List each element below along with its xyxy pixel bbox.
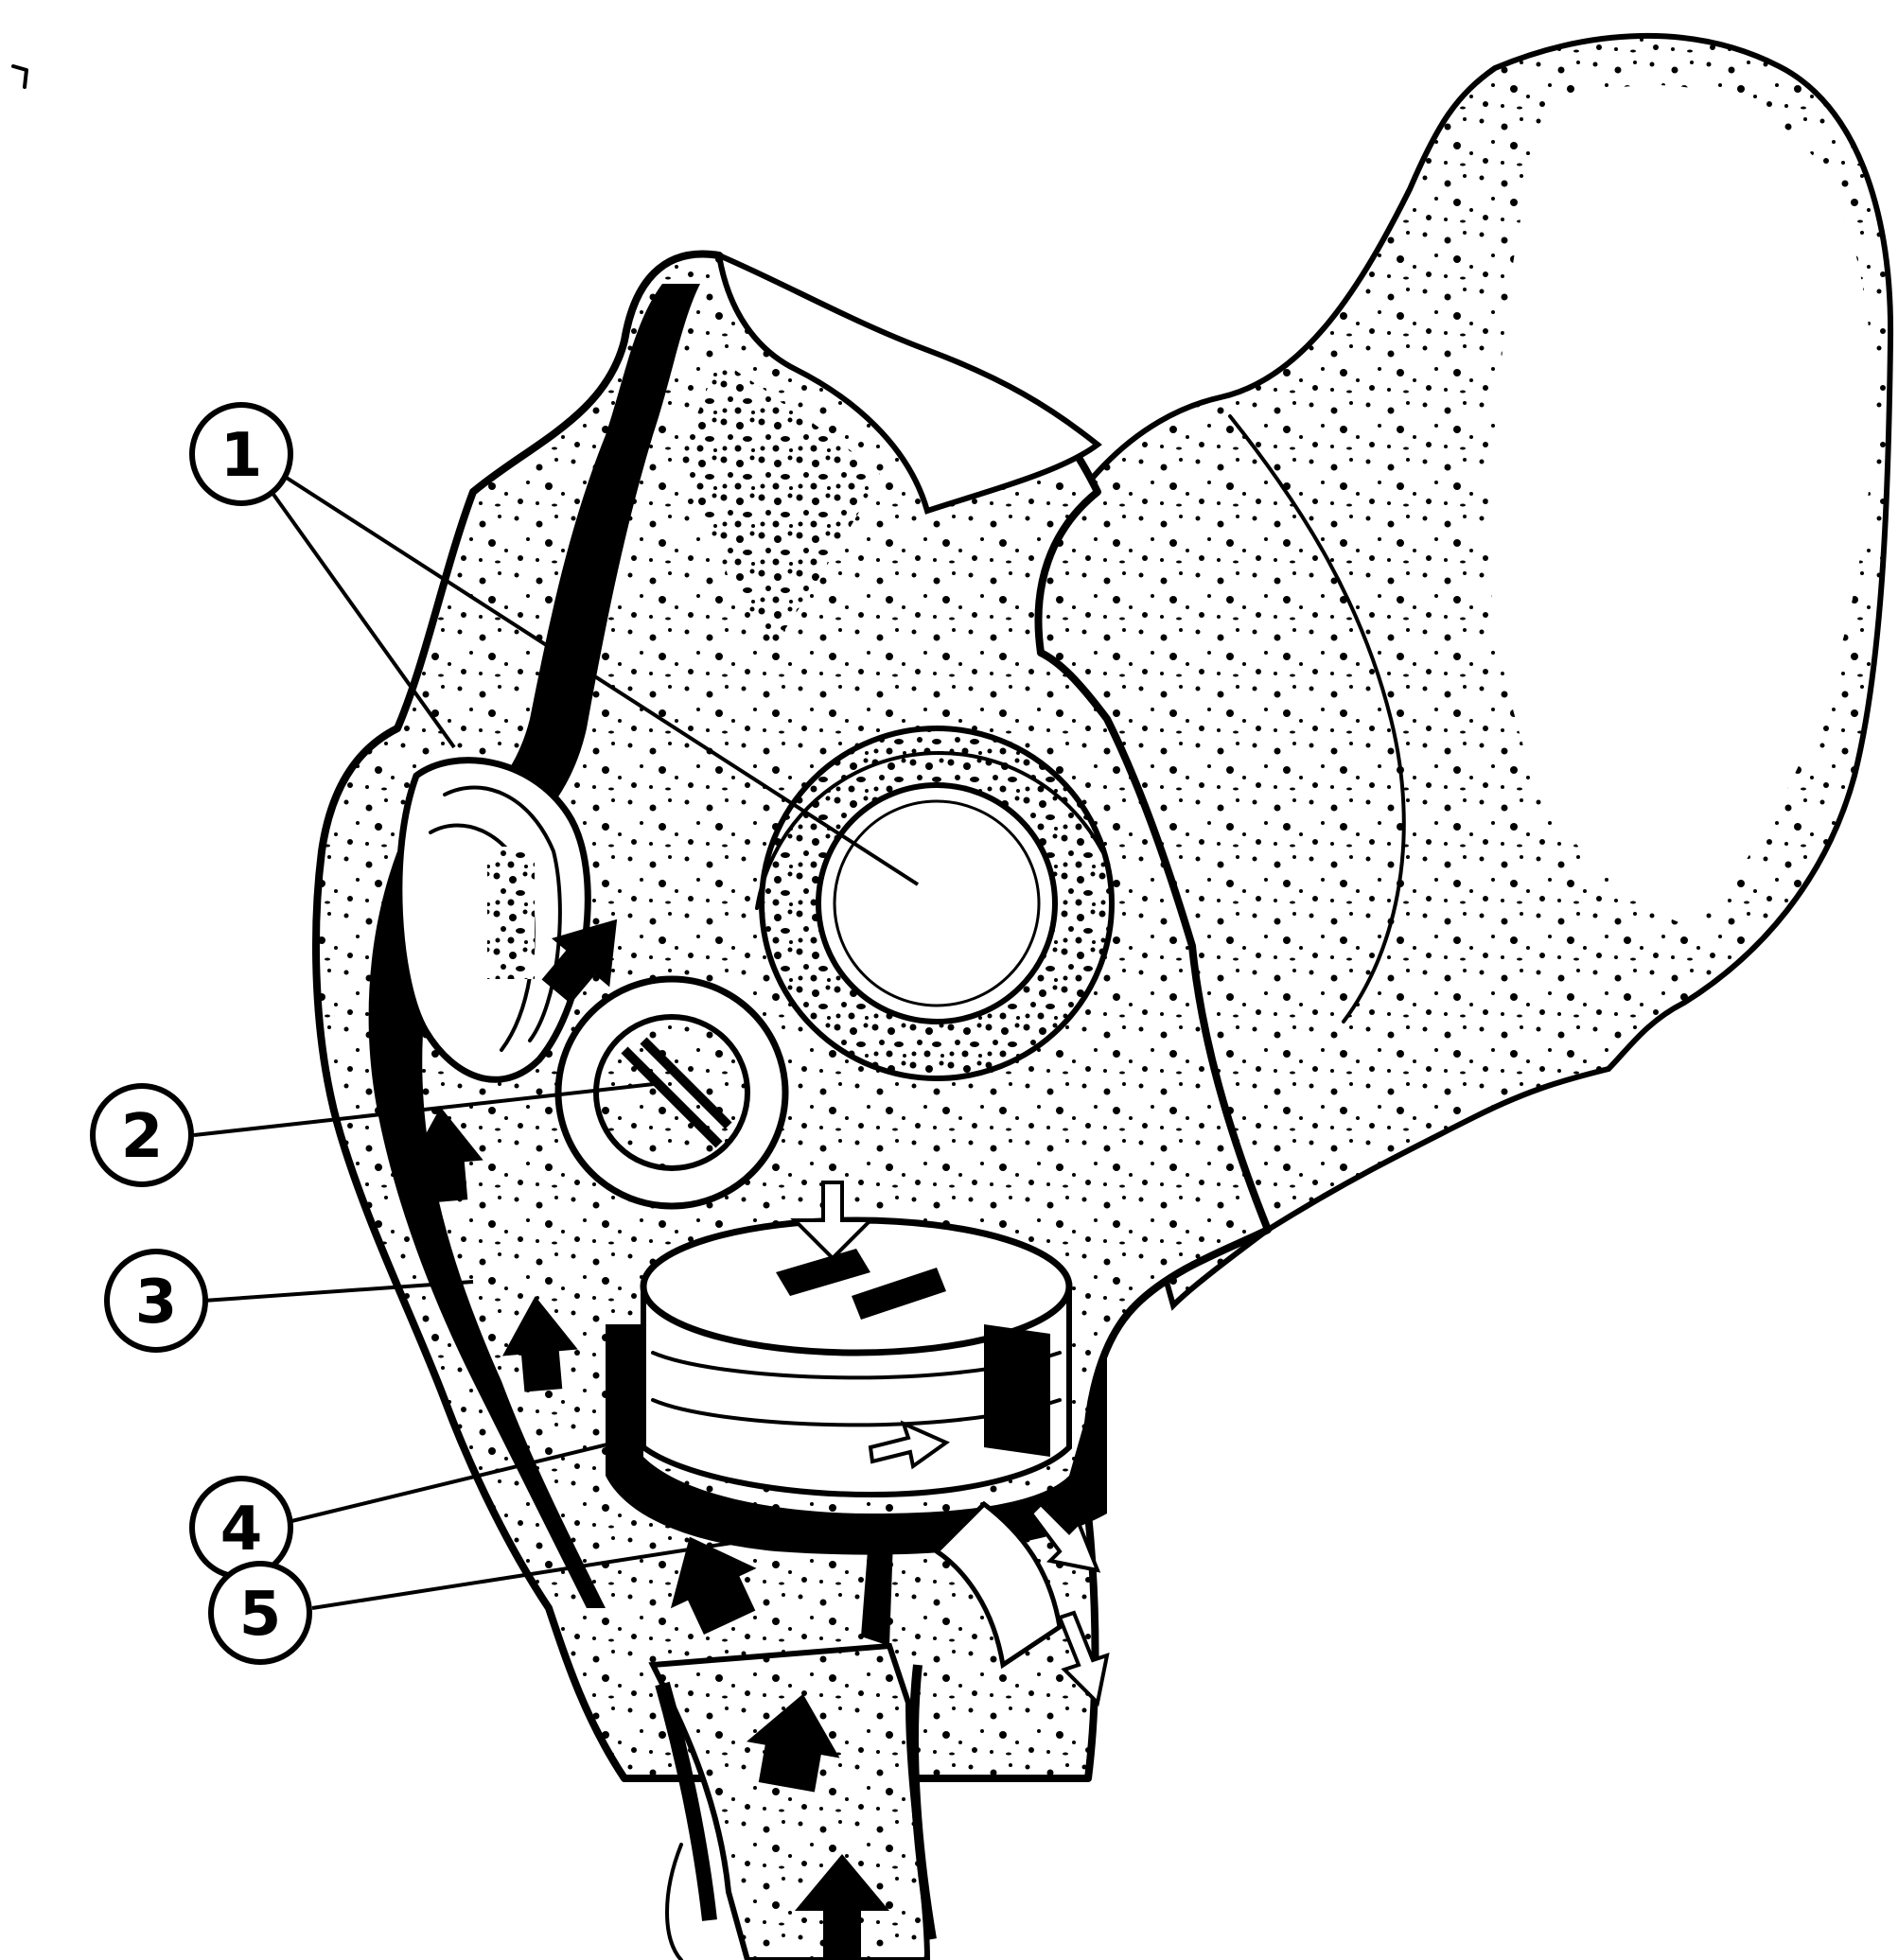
leader-1b <box>265 482 454 747</box>
air-tube <box>653 1646 932 1960</box>
callout-5-label: 5 <box>239 1580 282 1650</box>
callout-1: 1 <box>192 405 290 503</box>
callout-4: 4 <box>192 1479 290 1577</box>
stray-mark <box>13 66 26 87</box>
callout-2-label: 2 <box>121 1102 164 1172</box>
callout-1-label: 1 <box>220 421 263 491</box>
callout-3: 3 <box>107 1251 205 1350</box>
eyepiece-right <box>757 728 1112 1078</box>
callout-3-label: 3 <box>135 1268 178 1338</box>
side-rim <box>399 761 588 1080</box>
callout-5: 5 <box>211 1564 309 1662</box>
callout-2: 2 <box>93 1086 191 1184</box>
callouts: 1 2 3 4 5 <box>93 405 309 1662</box>
callout-4-label: 4 <box>220 1495 263 1565</box>
